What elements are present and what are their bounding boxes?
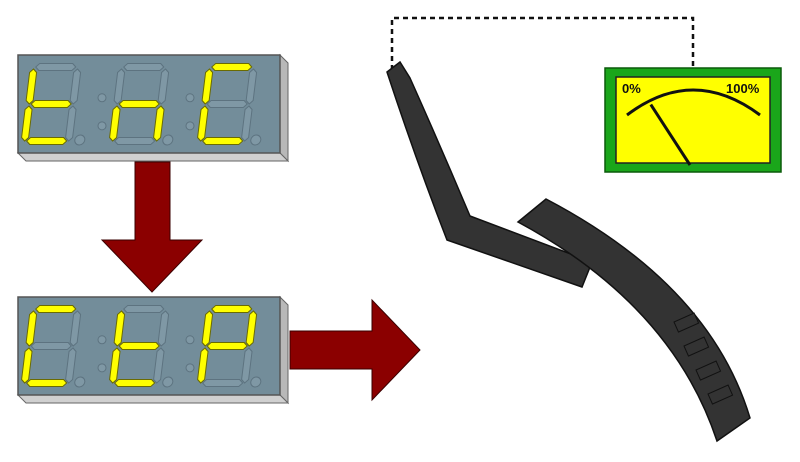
throttle-pedal <box>386 60 751 443</box>
segment <box>109 105 121 142</box>
segment <box>69 310 82 347</box>
colon-dot <box>185 93 195 103</box>
segment <box>69 68 82 105</box>
segment <box>113 68 126 105</box>
segment <box>197 347 209 384</box>
colon-dot <box>97 363 107 373</box>
colon-dot <box>185 121 195 131</box>
digit <box>197 63 262 146</box>
pedal-pad <box>516 198 751 443</box>
decimal-point <box>74 134 86 146</box>
segment <box>35 305 77 313</box>
pedal-arm <box>386 60 593 288</box>
signal-wire <box>390 16 695 70</box>
segment <box>65 105 77 142</box>
colon-dot <box>97 335 107 345</box>
segment <box>241 347 253 384</box>
seven-segment-display-top <box>16 53 290 163</box>
segment <box>118 342 160 350</box>
meter-max-label: 100% <box>726 81 760 96</box>
segment <box>245 310 258 347</box>
segment <box>21 347 33 384</box>
meter-scale-arc <box>626 88 761 117</box>
meter-min-label: 0% <box>622 81 641 96</box>
digit <box>197 305 262 388</box>
segment <box>206 342 248 350</box>
decimal-point <box>162 376 174 388</box>
segment <box>201 68 214 105</box>
segment <box>35 63 77 71</box>
digit <box>21 63 86 146</box>
colon-dot <box>97 121 107 131</box>
segment <box>241 105 253 142</box>
colon-dot <box>97 93 107 103</box>
segment <box>201 379 244 387</box>
segment <box>123 63 165 71</box>
segment <box>157 310 170 347</box>
segment <box>206 100 248 108</box>
segment <box>245 68 258 105</box>
digit <box>21 305 86 388</box>
segment <box>109 347 121 384</box>
segment <box>65 347 77 384</box>
segment <box>113 137 156 145</box>
arrow-down-icon <box>100 161 204 293</box>
segment <box>25 379 68 387</box>
decimal-point <box>162 134 174 146</box>
segment <box>197 105 209 142</box>
seven-segment-display-bottom <box>16 295 290 405</box>
decimal-point <box>74 376 86 388</box>
segment <box>157 68 170 105</box>
segment <box>25 137 68 145</box>
segment <box>118 100 160 108</box>
segment <box>25 68 38 105</box>
decimal-point <box>250 134 262 146</box>
segment <box>153 347 165 384</box>
segment <box>123 305 165 313</box>
segment <box>113 310 126 347</box>
colon-dot <box>185 335 195 345</box>
segment <box>211 305 253 313</box>
colon-dot <box>185 363 195 373</box>
meter-needle <box>649 103 692 166</box>
segment <box>201 137 244 145</box>
digit <box>109 305 174 388</box>
segment <box>113 379 156 387</box>
segment <box>30 342 72 350</box>
pedal-pad-ribs <box>673 312 734 405</box>
digit <box>109 63 174 146</box>
arrow-right-icon <box>289 298 421 402</box>
segment <box>25 310 38 347</box>
decimal-point <box>250 376 262 388</box>
segment <box>211 63 253 71</box>
segment <box>30 100 72 108</box>
segment <box>153 105 165 142</box>
segment <box>21 105 33 142</box>
analog-meter: 0% 100% <box>604 67 782 173</box>
segment <box>201 310 214 347</box>
